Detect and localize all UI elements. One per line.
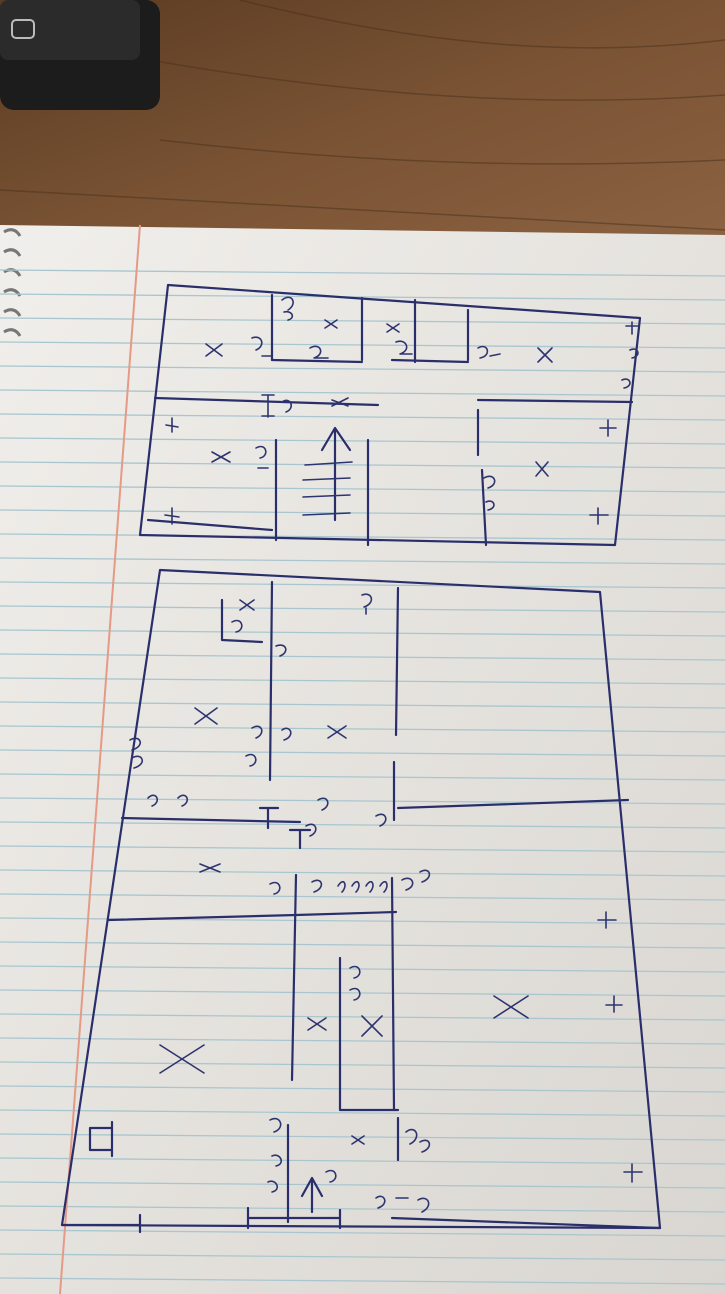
ruled-line	[0, 749, 725, 757]
wood-grain	[0, 0, 725, 231]
ruled-line	[0, 437, 725, 445]
ruled-line	[0, 845, 725, 853]
ruled-line	[0, 1157, 725, 1165]
small-box-symbol	[88, 1120, 114, 1158]
ruled-line	[0, 1061, 725, 1069]
ruled-line	[0, 725, 725, 733]
ruled-line	[0, 1205, 725, 1213]
ruled-line	[0, 677, 725, 685]
ruled-line	[0, 413, 725, 421]
margin-line	[59, 224, 141, 1294]
ruled-line	[0, 653, 725, 661]
ruled-line	[0, 365, 725, 373]
ruled-line	[0, 581, 725, 589]
ruled-line	[0, 941, 725, 949]
lower-floor-plan	[60, 568, 662, 1234]
lower-stairs	[300, 1176, 324, 1214]
ruled-line	[0, 965, 725, 973]
ruled-line	[0, 605, 725, 613]
upper-floor-plan	[138, 283, 642, 547]
ruled-line	[0, 557, 725, 565]
spiral-binding	[3, 228, 22, 337]
upper-stairs	[302, 426, 353, 522]
phone-device	[0, 0, 160, 110]
ruled-line	[0, 701, 725, 709]
ruled-line	[0, 269, 725, 277]
ruled-line	[0, 989, 725, 997]
ruled-line	[0, 893, 725, 901]
ruled-line	[0, 293, 725, 301]
upper-small-symbols	[164, 296, 639, 525]
ruled-line	[0, 1253, 725, 1261]
ruled-line	[0, 1277, 725, 1285]
ruled-line	[0, 821, 725, 829]
ruled-line	[0, 869, 725, 877]
ruled-line	[0, 773, 725, 781]
ruled-line	[0, 797, 725, 805]
ruled-line	[0, 389, 725, 397]
ruled-line	[0, 533, 725, 541]
notebook-page	[0, 225, 725, 1294]
ruled-line	[0, 1037, 725, 1045]
ruled-line	[0, 461, 725, 469]
upper-outline	[138, 283, 642, 547]
upper-x-marks	[205, 319, 553, 477]
ruled-line	[0, 1085, 725, 1093]
lower-x-marks	[159, 599, 529, 1145]
lower-small-symbols	[129, 593, 643, 1213]
ruled-line	[0, 1181, 725, 1189]
ruled-line	[0, 1229, 725, 1237]
ruled-line	[0, 1109, 725, 1117]
